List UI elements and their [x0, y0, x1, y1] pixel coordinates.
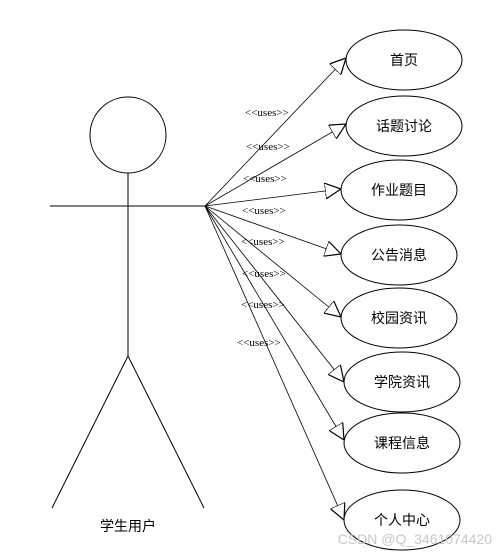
use-case-ellipse-5	[343, 351, 461, 413]
use-cases	[340, 29, 463, 551]
uses-label-4: <<uses>>	[241, 236, 285, 248]
use-case-ellipse-1	[345, 95, 463, 157]
watermark-text: CSDN @Q_3461074420	[338, 531, 493, 547]
use-case-label-0: 首页	[390, 53, 418, 69]
uses-label-5: <<uses>>	[242, 268, 286, 280]
actor-label: 学生用户	[100, 518, 156, 535]
use-case-ellipse-6	[343, 412, 461, 474]
association-1	[204, 124, 346, 207]
actor-left-leg	[51, 355, 129, 509]
association-2	[204, 189, 341, 207]
use-case-label-2: 作业题目	[371, 183, 427, 199]
use-case-ellipse-0	[345, 29, 463, 91]
use-case-label-6: 课程信息	[374, 435, 430, 452]
association-0	[204, 58, 346, 207]
associations	[204, 58, 346, 520]
association-3	[204, 205, 341, 254]
association-6	[204, 205, 344, 440]
use-case-label-3: 公告消息	[371, 247, 427, 264]
uses-label-0: <<uses>>	[245, 107, 289, 119]
association-4	[204, 205, 341, 317]
use-case-label-7: 个人中心	[374, 513, 430, 529]
uses-label-3: <<uses>>	[242, 205, 286, 217]
use-case-label-5: 学院资讯	[374, 375, 430, 391]
use-case-ellipse-2	[340, 159, 458, 221]
uses-label-2: <<uses>>	[243, 173, 287, 185]
uses-label-6: <<uses>>	[241, 299, 285, 311]
use-case-ellipse-4	[340, 287, 458, 349]
use-case-label-1: 话题讨论	[376, 119, 432, 135]
actor-head	[89, 96, 167, 174]
uses-labels: <<uses>> <<uses>> <<uses>> <<uses>> <<us…	[237, 107, 290, 349]
actor-right-leg	[127, 355, 205, 509]
uses-label-7: <<uses>>	[237, 337, 281, 349]
use-case-labels: 首页 话题讨论 作业题目 公告消息 校园资讯 学院资讯 课程信息 个人中心	[371, 53, 432, 529]
use-case-ellipse-3	[340, 224, 458, 286]
uses-label-1: <<uses>>	[246, 141, 290, 153]
association-5	[204, 205, 344, 382]
actor-figure	[50, 96, 205, 509]
association-7	[204, 205, 344, 520]
use-case-ellipse-7	[343, 489, 461, 551]
use-case-label-4: 校园资讯	[371, 310, 427, 327]
